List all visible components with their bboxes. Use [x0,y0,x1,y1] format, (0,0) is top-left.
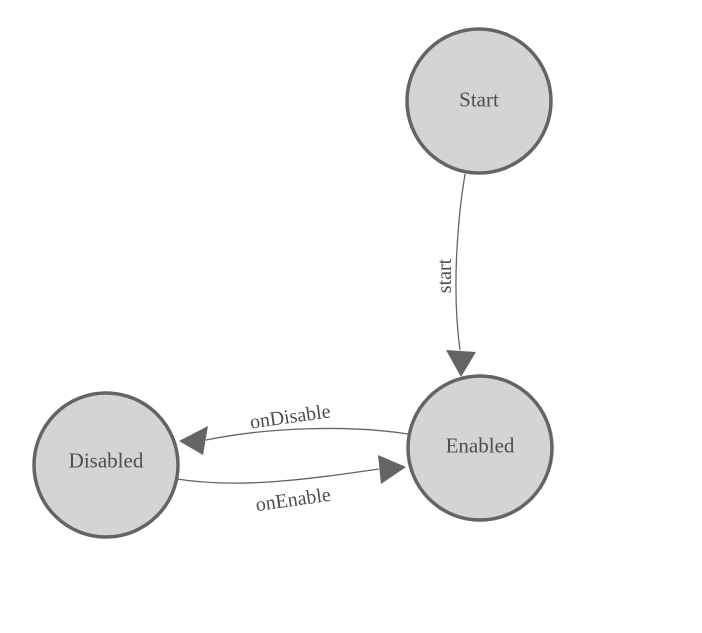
node-enabled-label: Enabled [446,433,515,457]
edge-label-start: start [434,258,456,293]
arrowhead-down-icon [446,350,476,377]
edge-label-onenable: onEnable [254,484,332,516]
edge-enabled-to-disabled: onDisable [179,400,409,455]
node-enabled-circle[interactable] [406,374,554,522]
arrowhead-left-icon [179,426,208,455]
node-start-label: Start [459,87,499,111]
edge-line-onenable [176,468,380,484]
edge-line-ondisable [205,427,409,441]
edge-disabled-to-enabled: onEnable [176,455,406,516]
edge-line-start [455,173,466,351]
node-enabled[interactable]: Enabled [406,374,554,522]
edge-start-to-enabled: start [434,173,476,377]
node-disabled[interactable]: Disabled [32,391,180,539]
node-disabled-label: Disabled [69,448,144,472]
node-start-circle[interactable] [405,27,553,175]
node-disabled-circle[interactable] [32,391,180,539]
arrowhead-right-icon [378,455,406,484]
node-start[interactable]: Start [405,27,553,175]
